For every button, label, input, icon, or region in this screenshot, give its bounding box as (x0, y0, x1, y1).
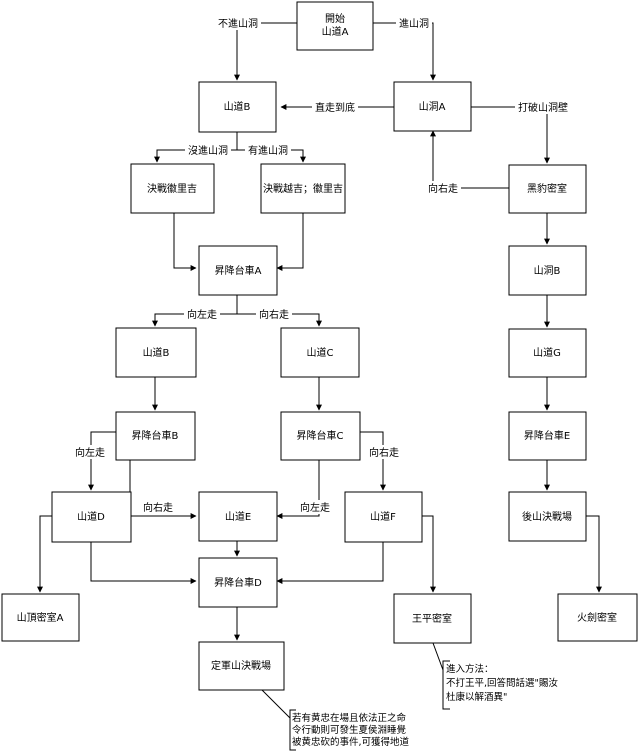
edge-label-right-b: 向右走 (143, 501, 173, 514)
svg-text:黑豹密室: 黑豹密室 (527, 182, 567, 195)
note-final: 若有黄忠在場且依法正之命 令行動則可發生夏侯淵睡覺 被黄忠砍的事件,可獲得地道 (289, 709, 410, 751)
node-final-arena: 定軍山決戰場 (198, 641, 285, 691)
note-wangping-line3: 杜康以解酒異" (446, 691, 507, 703)
node-road-f: 山道F (344, 491, 423, 543)
node-duel-yue: 決戰越吉；徽里吉 (260, 163, 346, 214)
svg-text:後山決戰場: 後山決戰場 (522, 510, 572, 523)
svg-text:火劍密室: 火劍密室 (577, 611, 617, 624)
node-duel-hui: 決戰徽里吉 (130, 163, 215, 214)
svg-text:山頂密室A: 山頂密室A (17, 611, 64, 624)
edge-label-break-wall: 打破山洞壁 (518, 101, 568, 114)
node-cave-b: 山洞B (508, 245, 587, 296)
node-back-arena: 後山決戰場 (508, 491, 587, 542)
svg-text:昇降台車C: 昇降台車C (297, 429, 344, 442)
node-cave-a: 山洞A (393, 81, 472, 132)
node-wangping: 王平密室 (393, 593, 472, 644)
node-lift-c: 昇降台車C (280, 411, 361, 461)
edge-label-not-enter: 沒進山洞 (188, 144, 228, 157)
node-road-d: 山道D (51, 491, 132, 543)
edge-labels: 不進山洞 進山洞 直走到底 打破山洞壁 沒進山洞 有進山洞 向右走 向左走 向右… (72, 16, 571, 514)
node-lift-b: 昇降台車B (115, 411, 196, 461)
edge-label-left-a: 向左走 (187, 308, 217, 321)
node-lift-e: 昇降台車E (508, 411, 587, 461)
nodes: 開始 山道A 山洞A 山道B 決戰徽里吉 決戰越吉；徽里吉 黑豹密室 昇降台車A (1, 1, 638, 691)
edge-label-had-enter: 有進山洞 (248, 144, 288, 157)
edge-label-straight: 直走到底 (315, 101, 355, 114)
node-fire-sword: 火劍密室 (557, 593, 638, 642)
node-leopard: 黑豹密室 (508, 164, 587, 214)
svg-text:山道B: 山道B (224, 100, 251, 113)
note-final-line3: 被黄忠砍的事件,可獲得地道 (292, 736, 410, 748)
edge-label-no-cave: 不進山洞 (218, 18, 258, 30)
node-start: 開始 山道A (296, 1, 374, 51)
node-start-line1: 開始 (325, 12, 345, 25)
svg-text:決戰徽里吉: 決戰徽里吉 (147, 182, 197, 195)
svg-text:王平密室: 王平密室 (412, 612, 452, 625)
node-road-c: 山道C (280, 327, 360, 378)
svg-text:昇降台車D: 昇降台車D (214, 576, 262, 589)
svg-text:昇降台車A: 昇降台車A (215, 264, 262, 277)
svg-text:山道C: 山道C (307, 346, 334, 359)
node-summit: 山頂密室A (1, 593, 80, 642)
edge-label-right-c: 向右走 (369, 446, 399, 459)
svg-text:決戰越吉；徽里吉: 決戰越吉；徽里吉 (263, 182, 343, 195)
edge-label-turn-right-back: 向右走 (428, 182, 458, 195)
node-lift-a: 昇降台車A (198, 245, 278, 296)
svg-text:昇降台車B: 昇降台車B (132, 429, 179, 442)
svg-text:定軍山決戰場: 定軍山決戰場 (211, 659, 271, 672)
svg-text:山洞B: 山洞B (534, 265, 561, 277)
svg-text:山道D: 山道D (77, 510, 105, 523)
svg-text:山洞A: 山洞A (419, 101, 446, 113)
edge-label-right-a: 向右走 (259, 308, 289, 321)
svg-text:山道E: 山道E (225, 510, 251, 523)
note-wangping: 進入方法： 不打王平,回答問話選"賜汝 杜康以解酒異" (442, 660, 558, 710)
svg-text:山道F: 山道F (370, 510, 396, 523)
svg-text:山道B: 山道B (143, 346, 170, 359)
svg-text:山道G: 山道G (533, 346, 561, 359)
note-final-line2: 令行動則可發生夏侯淵睡覺 (292, 724, 407, 736)
node-lift-d: 昇降台車D (198, 557, 278, 608)
note-final-line1: 若有黄忠在場且依法正之命 (292, 712, 407, 724)
node-road-b: 山道B (115, 327, 197, 378)
node-road-b-top: 山道B (198, 81, 277, 133)
node-road-e: 山道E (198, 491, 278, 542)
node-road-g: 山道G (508, 328, 587, 378)
edge-label-left-c: 向左走 (300, 501, 330, 514)
node-start-line2: 山道A (322, 25, 349, 38)
edge-label-left-b: 向左走 (75, 446, 105, 459)
note-wangping-line2: 不打王平,回答問話選"賜汝 (446, 677, 558, 689)
edge-label-enter-cave: 進山洞 (399, 18, 429, 30)
note-wangping-line1: 進入方法： (446, 663, 494, 675)
svg-text:昇降台車E: 昇降台車E (524, 429, 570, 442)
